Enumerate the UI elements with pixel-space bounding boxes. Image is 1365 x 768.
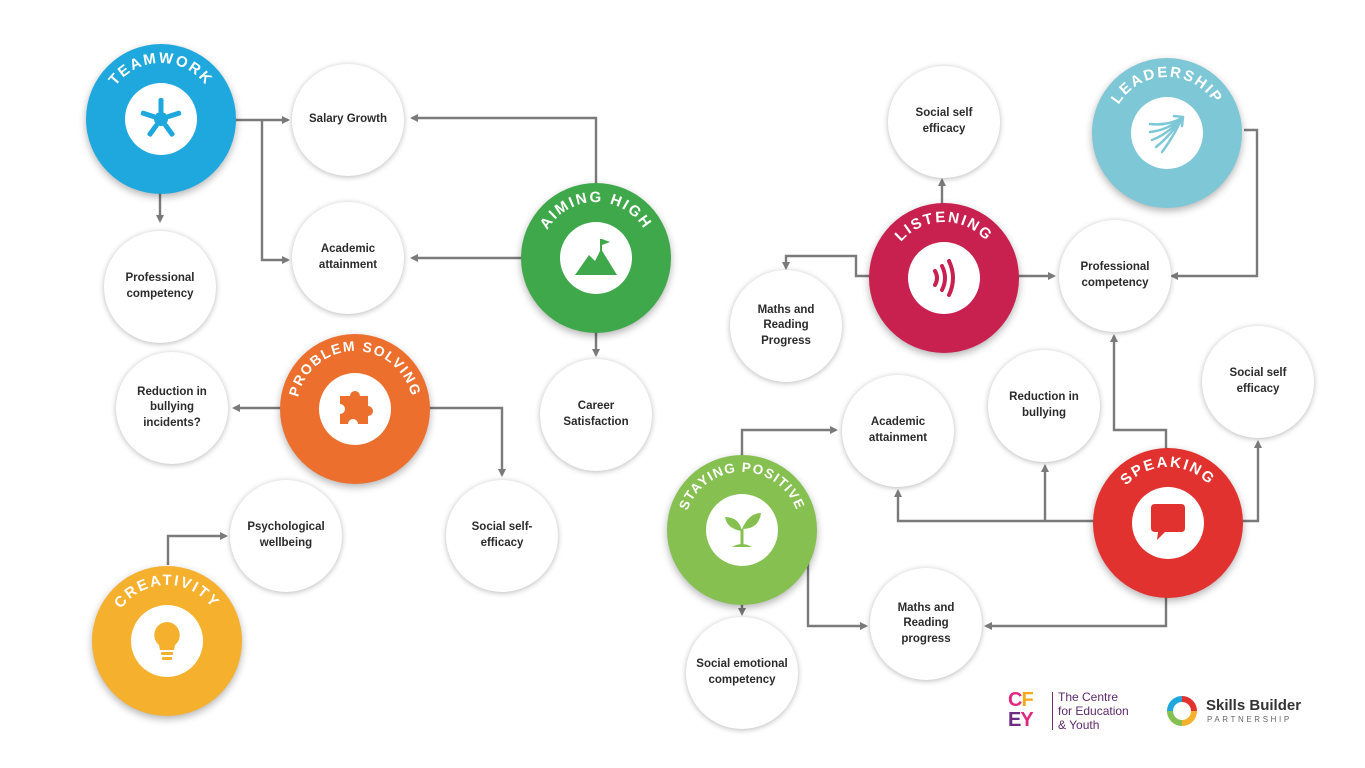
cfey-divider (1052, 692, 1053, 730)
outcome-maths-reading-bottom: Maths and Reading progress (870, 568, 982, 680)
cfey-text: The Centre for Education & Youth (1058, 690, 1129, 732)
arrow-speaking-socialself (1241, 440, 1262, 523)
sprout-icon (706, 494, 778, 566)
skills-builder-logo: Skills Builder PARTNERSHIP (1166, 694, 1326, 730)
outcome-professional-competency-right: Professional competency (1059, 220, 1171, 332)
skill-staying-positive: STAYING POSITIVE (667, 455, 817, 605)
outcome-maths-reading-listening: Maths and Reading Progress (730, 270, 842, 382)
skill-label-speaking: SPEAKING (1117, 454, 1219, 489)
outcome-career-satisfaction: Career Satisfaction (540, 359, 652, 471)
arrow-burst-icon (1131, 97, 1203, 169)
arrow-speaking-maths (984, 595, 1168, 630)
skill-label-listening: LISTENING (892, 209, 997, 245)
sound-waves-icon (908, 242, 980, 314)
lightbulb-icon (131, 605, 203, 677)
outcome-reduction-bullying-incidents: Reduction in bullying incidents? (116, 352, 228, 464)
skill-aiming-high: AIMING HIGH (521, 183, 671, 333)
outcome-reduction-bullying-speaking: Reduction in bullying (988, 350, 1100, 462)
skill-listening: LISTENING (869, 203, 1019, 353)
skills-builder-subtitle: PARTNERSHIP (1207, 715, 1292, 724)
arrow-aiming-salary (410, 114, 598, 186)
skill-teamwork: TEAMWORK (86, 44, 236, 194)
arrow-teamwork-academic (260, 120, 290, 264)
arrow-ps-socialself (426, 406, 506, 477)
skills-builder-name: Skills Builder (1206, 697, 1302, 714)
puzzle-piece-icon (319, 373, 391, 445)
arrow-leadership-professional (1170, 128, 1259, 280)
outcome-professional-competency-left: Professional competency (104, 231, 216, 343)
people-ring-icon (125, 83, 197, 155)
outcome-academic-attainment-left: Academic attainment (292, 202, 404, 314)
speech-bubble-icon (1132, 487, 1204, 559)
arrow-speaking-academic (894, 489, 1096, 523)
arrow-positive-maths (806, 550, 868, 630)
mountain-flag-icon (560, 222, 632, 294)
skill-leadership: LEADERSHIP (1092, 58, 1242, 208)
outcome-academic-attainment-right: Academic attainment (842, 375, 954, 487)
outcome-social-self-efficacy-listening: Social self efficacy (888, 66, 1000, 178)
outcome-salary-growth: Salary Growth (292, 64, 404, 176)
skill-problem-solving: PROBLEM SOLVING (280, 334, 430, 484)
arrow-listening-maths (782, 254, 872, 278)
skills-builder-ring-icon (1167, 696, 1197, 726)
skill-speaking: SPEAKING (1093, 448, 1243, 598)
outcome-social-self-efficacy-speaking: Social self efficacy (1202, 326, 1314, 438)
arrow-creativity-wellbeing (166, 532, 228, 565)
skill-creativity: CREATIVITY (92, 566, 242, 716)
outcome-psychological-wellbeing: Psychological wellbeing (230, 480, 342, 592)
outcome-social-emotional-competency: Social emotional competency (686, 617, 798, 729)
cfey-logo: CF EY The Centre for Education & Youth (1008, 690, 1138, 734)
cfey-mark: CF EY (1008, 689, 1034, 731)
outcome-social-self-efficacy-ps: Social self-efficacy (446, 480, 558, 592)
